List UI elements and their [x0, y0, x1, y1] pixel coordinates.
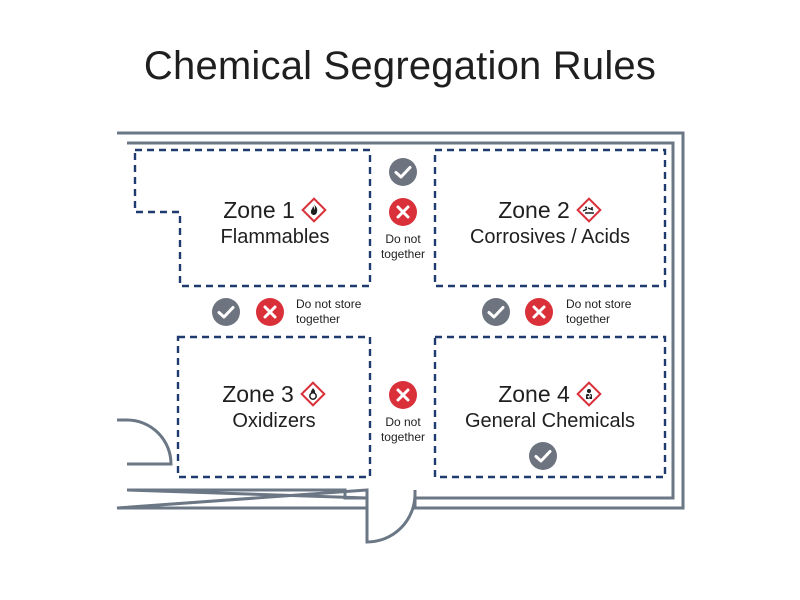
- zone-2-title: Zone 2: [498, 197, 570, 223]
- zone-3-category: Oxidizers: [232, 410, 316, 432]
- zone-3-title: Zone 3: [222, 381, 294, 407]
- zone-4-outline: [433, 335, 667, 479]
- check-icon: [529, 442, 557, 470]
- zone-4-label: Zone 4 General Chemicals: [435, 380, 665, 434]
- zone-2-category: Corrosives / Acids: [469, 226, 631, 248]
- zone-1-category: Flammables: [220, 226, 330, 248]
- corrosion-icon: [576, 197, 602, 223]
- left-door: [126, 418, 173, 466]
- check-icon: [389, 158, 417, 186]
- rule-note-1-3: Do not store together: [296, 297, 362, 326]
- zone-3-label: Zone 3 Oxidizers: [178, 380, 370, 434]
- flame-icon: [301, 197, 327, 223]
- zone-2-outline: [433, 148, 667, 288]
- bottom-door: [365, 490, 417, 544]
- zone-4-title: Zone 4: [498, 381, 570, 407]
- rule-note-2-4: Do not store together: [566, 297, 632, 326]
- zone-1-title: Zone 1: [223, 197, 295, 223]
- rule-note-3-4: Do not together: [380, 415, 426, 444]
- zone-1-outline: [133, 148, 372, 288]
- health-hazard-icon: [576, 381, 602, 407]
- zone-1-label: Zone 1 Flammables: [180, 196, 370, 250]
- cross-icon: [525, 298, 553, 326]
- cross-icon: [256, 298, 284, 326]
- zone-2-label: Zone 2 Corrosives / Acids: [435, 196, 665, 250]
- cross-icon: [389, 381, 417, 409]
- page-title: Chemical Segregation Rules: [143, 44, 657, 88]
- inner-wall: [126, 141, 675, 500]
- cross-icon: [389, 198, 417, 226]
- zone-4-category: General Chemicals: [464, 410, 636, 432]
- zone-3-outline: [176, 335, 372, 479]
- rule-note-1-2: Do not together: [380, 232, 426, 261]
- check-icon: [482, 298, 510, 326]
- oxidizer-icon: [300, 381, 326, 407]
- check-icon: [212, 298, 240, 326]
